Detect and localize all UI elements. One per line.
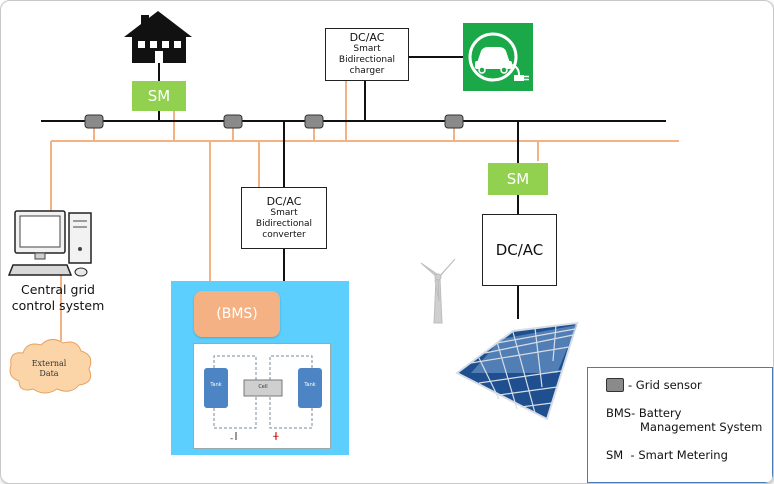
power-lines	[41, 56, 666, 343]
converter-line3: Bidirectional	[255, 218, 313, 229]
charger-line3: Bidirectional	[338, 55, 396, 65]
charger-line4: charger	[349, 66, 385, 76]
converter-line4: converter	[262, 229, 306, 240]
converter-line2: Smart	[270, 207, 298, 218]
wind-turbine-icon	[420, 258, 456, 324]
legend-sm: SM - Smart Metering	[606, 448, 728, 462]
external-data-cloud-icon	[9, 339, 92, 394]
solar-panel-icon	[455, 321, 579, 421]
ev-charger-icon	[463, 23, 533, 91]
control-line1: Central grid	[21, 282, 95, 297]
plus-label: +	[272, 432, 280, 442]
legend-bms-line1: BMS- Battery	[606, 406, 682, 420]
grid-sensors	[84, 114, 464, 129]
dcac-solar-label: DC/AC	[495, 241, 544, 259]
tank-left-label: Tank	[210, 382, 222, 388]
control-line2: control system	[11, 298, 105, 313]
bms-label: (BMS)	[216, 306, 258, 322]
house-icon	[124, 11, 192, 63]
minus-label: -	[230, 434, 234, 444]
dcac-solar-box: DC/AC	[482, 214, 557, 286]
external-line1: External	[31, 359, 67, 368]
smart-meter-house: SM	[132, 81, 186, 111]
grid-sensor-legend-icon	[606, 378, 624, 392]
control-system-label: Central grid control system	[3, 282, 113, 314]
legend-bms-line2: Management System	[640, 420, 763, 434]
cell-label: Cell	[258, 384, 268, 390]
charger-line1: DC/AC	[349, 31, 385, 44]
dcac-charger-box: DC/AC Smart Bidirectional charger	[325, 28, 409, 81]
flow-battery-graphic	[204, 355, 322, 440]
legend: - Grid sensor BMS- Battery Management Sy…	[587, 367, 773, 483]
converter-line1: DC/AC	[266, 194, 302, 208]
computer-icon	[7, 210, 92, 277]
smart-meter-solar-label: SM	[506, 170, 530, 188]
bms-box: (BMS)	[194, 291, 280, 337]
external-line2: Data	[39, 369, 59, 378]
flow-battery-image: Tank Tank Cell - +	[193, 343, 331, 449]
external-data-label: External Data	[23, 359, 75, 379]
data-lines	[50, 80, 679, 341]
smart-meter-solar: SM	[488, 163, 548, 195]
dcac-converter-box: DC/AC Smart Bidirectional converter	[241, 187, 327, 249]
tank-right-label: Tank	[304, 382, 316, 388]
charger-line2: Smart	[353, 44, 381, 54]
smart-meter-house-label: SM	[147, 87, 171, 105]
legend-sensor: - Grid sensor	[628, 378, 702, 392]
